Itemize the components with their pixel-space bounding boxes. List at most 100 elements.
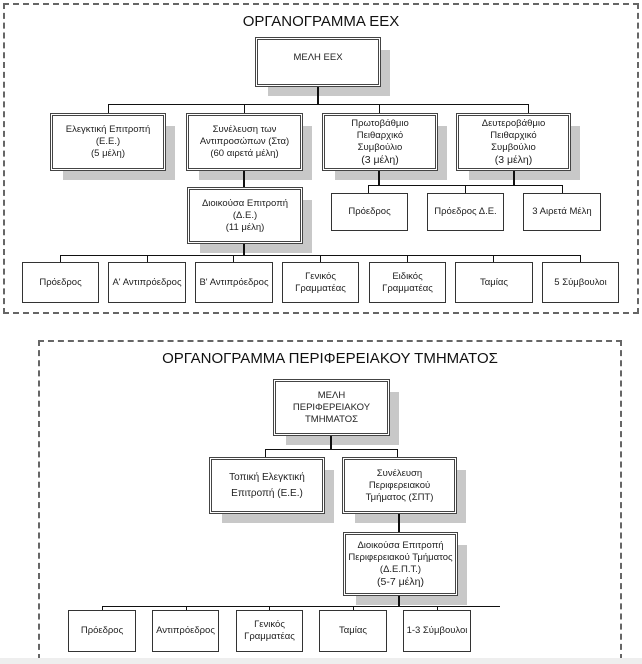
node-label: (Δ.Ε.Π.Τ.) (379, 564, 422, 575)
chart1-root-node: ΜΕΛΗ ΕΕΧ (255, 37, 390, 96)
node-label: Δευτεροβάθμιο Πειθαρχικό (481, 118, 546, 141)
local-audit-committee-node: Τοπική Ελεγκτική Επιτροπή (Ε.Ε.) (209, 457, 334, 523)
node-label: (3 μέλη) (361, 154, 399, 166)
node-label: Διοικούσα Επιτροπή (357, 540, 444, 551)
connector (398, 514, 400, 533)
node-label: Γενικός (254, 619, 285, 630)
connector (243, 244, 245, 255)
connector (317, 87, 319, 104)
regional-assembly-node: Συνέλευση Περιφερειακού Τμήματος (ΣΠΤ) (342, 457, 466, 523)
regional-member-node: Γενικός Γραμματέας (236, 610, 303, 652)
node-label: 3 Αιρετά Μέλη (532, 206, 592, 217)
node-label: Διοικούσα Επιτροπή (Δ.Ε.) (201, 197, 289, 221)
node-label: Ταμίας (339, 625, 367, 636)
node-label: 5 Σύμβουλοι (554, 276, 607, 288)
connector (513, 171, 515, 185)
chart1-title: ΟΡΓΑΝΟΓΡΑΜΜΑ ΕΕΧ (242, 13, 400, 30)
node-label: (5 μέλη) (91, 148, 125, 159)
node-label: Τοπική Ελεγκτική (229, 471, 305, 483)
node-label: Πρωτοβάθμιο Πειθαρχικό (351, 118, 409, 141)
disciplinary-member-node: Πρόεδρος Δ.Ε. (427, 193, 504, 231)
node-label: Α' Αντιπρόεδρος (112, 276, 182, 288)
regional-executive-node: Διοικούσα Επιτροπή Περιφερειακού Τμήματο… (343, 532, 467, 605)
executive-member-node: 5 Σύμβουλοι (542, 262, 619, 303)
node-label: Περιφερειακού Τμήματος (348, 552, 453, 563)
connector (397, 449, 398, 457)
node-label: Πρόεδρος (39, 276, 82, 288)
connector (379, 104, 380, 114)
connector (60, 255, 61, 262)
executive-member-node: Β' Αντιπρόεδρος (195, 262, 273, 303)
connector (378, 171, 380, 185)
connector (102, 606, 103, 611)
chart2-root-node: ΜΕΛΗ ΠΕΡΙΦΕΡΕΙΑΚΟΥ ΤΜΗΜΑΤΟΣ (273, 379, 399, 445)
node-label: Β' Αντιπρόεδρος (199, 276, 269, 288)
connector (330, 436, 332, 449)
connector (407, 255, 408, 262)
node-label: Συνέλευση των (212, 124, 277, 135)
regional-member-node: Πρόεδρος (68, 610, 136, 652)
node-label: Συμβούλιο (357, 142, 403, 153)
node-label: Αντιπροσώπων (Στα) (199, 136, 290, 147)
connector (186, 606, 187, 611)
node-label: Γραμματέας (244, 631, 295, 642)
disciplinary-member-node: Πρόεδρος (331, 193, 408, 231)
executive-committee-node: Διοικούσα Επιτροπή (Δ.Ε.) (11 μέλη) (187, 187, 312, 253)
connector (102, 606, 500, 607)
connector (233, 255, 234, 262)
assembly-node: Συνέλευση των Αντιπροσώπων (Στα) (60 αιρ… (186, 113, 312, 180)
node-label: Γραμματέας (295, 282, 346, 294)
connector (398, 596, 400, 606)
connector (437, 606, 438, 611)
connector (320, 255, 321, 262)
connector (493, 255, 494, 262)
node-label: ΜΕΛΗ ΠΕΡΙΦΕΡΕΙΑΚΟΥ (292, 390, 371, 413)
node-label: Πρόεδρος Δ.Ε. (434, 206, 497, 217)
first-disciplinary-node: Πρωτοβάθμιο Πειθαρχικό Συμβούλιο (3 μέλη… (322, 113, 447, 180)
executive-member-node: Πρόεδρος (22, 262, 99, 303)
node-label: ΜΕΛΗ ΕΕΧ (293, 52, 343, 63)
executive-member-node: Α' Αντιπρόεδρος (108, 262, 186, 303)
node-label: Γραμματέας (382, 282, 433, 294)
node-label: ΤΜΗΜΑΤΟΣ (304, 414, 358, 425)
connector (244, 104, 245, 114)
connector (368, 185, 369, 193)
regional-member-node: 1-3 Σύμβουλοι (403, 610, 471, 652)
connector (269, 606, 270, 611)
chart1-frame (3, 3, 639, 314)
connector (528, 104, 529, 114)
node-label: Γενικός (305, 270, 336, 282)
node-label: Ειδικός (392, 270, 423, 282)
connector (580, 255, 581, 262)
chart2-title: ΟΡΓΑΝΟΓΡΑΜΜΑ ΠΕΡΙΦΕΡΕΙΑΚΟΥ ΤΜΗΜΑΤΟΣ (162, 350, 498, 367)
connector (265, 449, 266, 457)
node-label: (5-7 μέλη) (377, 576, 424, 588)
node-label: Ελεγκτική Επιτροπή (Ε.Ε.) (65, 124, 151, 147)
node-label: Πρόεδρος (80, 625, 124, 636)
node-label: Τμήματος (ΣΠΤ) (365, 491, 434, 503)
regional-member-node: Αντιπρόεδρος (152, 610, 219, 652)
bottom-band (0, 658, 642, 664)
node-label: Αντιπρόεδρος (156, 625, 215, 636)
node-label: (11 μέλη) (225, 221, 265, 233)
disciplinary-member-node: 3 Αιρετά Μέλη (523, 193, 601, 231)
node-label: Ταμίας (480, 276, 508, 288)
node-label: (60 αιρετά μέλη) (210, 148, 279, 159)
node-label: Συμβούλιο (491, 142, 536, 153)
second-disciplinary-node: Δευτεροβάθμιο Πειθαρχικό Συμβούλιο (3 μέ… (456, 113, 580, 180)
connector (108, 104, 529, 105)
connector (562, 185, 563, 193)
executive-member-node: Ειδικός Γραμματέας (369, 262, 446, 303)
connector (465, 185, 466, 193)
connector (108, 104, 109, 114)
node-label: Επιτροπή (Ε.Ε.) (231, 487, 303, 499)
connector (147, 255, 148, 262)
executive-member-node: Γενικός Γραμματέας (282, 262, 359, 303)
executive-member-node: Ταμίας (455, 262, 533, 303)
connector (353, 606, 354, 611)
node-label: Συνέλευση Περιφερειακού (368, 467, 431, 491)
node-label: (3 μέλη) (494, 154, 533, 166)
connector (243, 171, 245, 188)
regional-member-node: Ταμίας (319, 610, 387, 652)
node-label: 1-3 Σύμβουλοι (406, 625, 468, 636)
